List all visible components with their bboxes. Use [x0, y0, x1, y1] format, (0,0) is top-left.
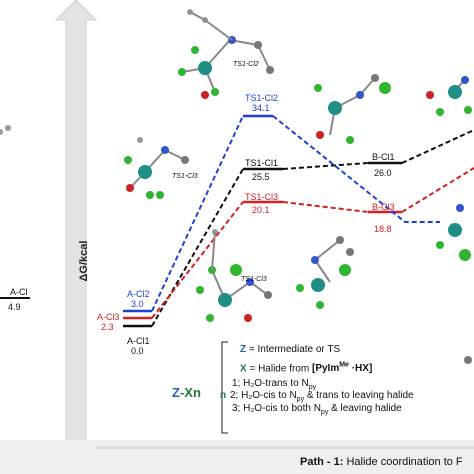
label-A-Cl3: A-Cl3	[97, 312, 120, 322]
path-footer-rest: Halide coordination to F	[343, 456, 463, 468]
label-B-Cl3: B-Cl3	[372, 202, 395, 212]
value-TS1-Cl2: 34.1	[252, 103, 270, 113]
zxn-notation: Z-Xn	[172, 385, 201, 400]
legend-x-formula: [PyImMe ·HX]	[311, 362, 373, 375]
left-cut-label: A-Cl	[10, 287, 28, 297]
footer-divider	[96, 446, 474, 449]
value-B-Cl3: 18.8	[374, 224, 392, 234]
label-TS1-Cl3: TS1-Cl3	[245, 192, 279, 202]
inset-label-top: TS1-Cl2	[233, 61, 259, 68]
label-TS1-Cl2: TS1-Cl2	[245, 93, 279, 103]
left-cut-value: 4.9	[8, 302, 21, 312]
path-footer-title: Path - 1:	[300, 456, 344, 468]
inset-label-left: TS1-Cl3	[172, 173, 198, 180]
connector-black-2	[282, 162, 369, 170]
value-A-Cl1: 0.0	[131, 346, 144, 356]
connector-lines	[151, 115, 474, 327]
legend-z-def: = Intermediate or TS	[248, 344, 341, 355]
legend-x-letter: X	[240, 363, 247, 375]
connector-red-2	[282, 201, 369, 213]
value-A-Cl2: 3.0	[131, 299, 144, 309]
connector-black-3	[401, 129, 474, 164]
path-footer: Path - 1: Halide coordination to F	[300, 456, 463, 468]
legend-z-letter: Z	[240, 344, 247, 355]
molecule-icon	[0, 9, 472, 364]
value-TS1-Cl3: 20.1	[252, 205, 270, 215]
connector-red	[151, 201, 244, 319]
legend-n3: 3; H₂O-cis to both Npy & leaving halide	[232, 403, 402, 416]
legend-x-def: = Halide from	[249, 363, 312, 375]
legend-z-row: Z = Intermediate or TS	[240, 344, 340, 356]
legend: Z = Intermediate or TS X = Halide from […	[220, 340, 474, 435]
connector-black	[151, 168, 244, 327]
connector-red-3	[401, 167, 474, 213]
value-A-Cl3: 2.3	[101, 322, 114, 332]
label-A-Cl2: A-Cl2	[127, 289, 150, 299]
legend-bracket	[221, 341, 228, 434]
legend-n2: 2; H₂O-cis to Npy & trans to leaving hal…	[230, 390, 414, 403]
label-B-Cl1: B-Cl1	[372, 152, 395, 162]
connector-blue	[151, 115, 244, 312]
footer-band	[0, 440, 474, 474]
yaxis-label: ΔG/kcal	[78, 240, 90, 282]
label-TS1-Cl1: TS1-Cl1	[245, 158, 279, 168]
value-B-Cl1: 26.0	[374, 168, 392, 178]
value-TS1-Cl1: 25.5	[252, 172, 270, 182]
connector-blue-2	[272, 115, 440, 223]
legend-n1: 1; H₂O-trans to Npy	[232, 378, 317, 391]
inset-label-middle: TS1-Cl3	[241, 276, 267, 283]
legend-x-row: X = Halide from [PyImMe ·HX]	[240, 360, 372, 375]
energy-axis-arrow-icon	[54, 0, 98, 474]
label-A-Cl1: A-Cl1	[127, 336, 150, 346]
legend-n-prefix: n	[220, 390, 227, 401]
